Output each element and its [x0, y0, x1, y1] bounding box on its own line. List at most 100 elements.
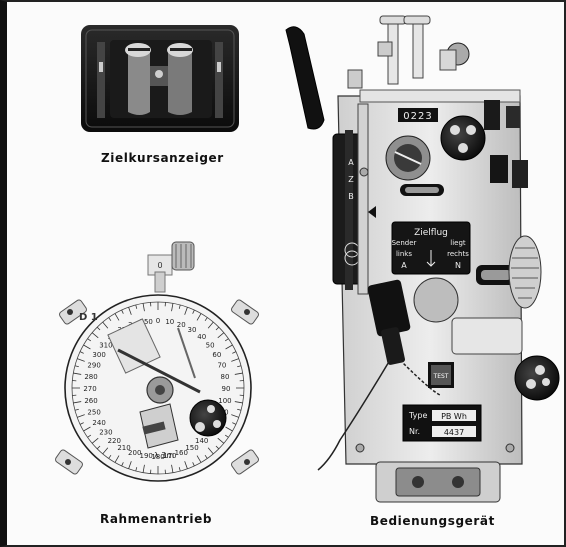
dial-tick	[83, 344, 91, 350]
dial-degree-label: 170	[163, 452, 176, 460]
dial-tick	[224, 434, 229, 438]
dial-tick	[207, 447, 214, 455]
dial-tick	[178, 304, 181, 309]
dial-degree-label: 90	[222, 385, 231, 393]
dial-tick	[231, 414, 239, 418]
caption-rahmenantrieb: Rahmenantrieb	[100, 512, 213, 526]
dial-tick	[196, 455, 202, 463]
dial-tick	[142, 464, 145, 473]
dial-degree-label: 140	[195, 437, 208, 445]
dial-tick	[73, 401, 82, 404]
dial-tick	[114, 455, 120, 463]
dial-tick	[171, 303, 174, 312]
dial-tick	[234, 401, 243, 404]
dial-degree-label: 40	[197, 333, 206, 341]
dial-degree-label: 350	[140, 318, 153, 326]
dial-degree-label: 260	[84, 397, 97, 405]
dial-degree-label: 30	[188, 326, 197, 334]
dial-tick	[74, 365, 79, 368]
counter-readout: 0223	[403, 111, 432, 122]
dial-tick	[73, 372, 82, 375]
dial-tick	[108, 454, 112, 459]
dial-tick	[207, 321, 214, 329]
dial-tick	[77, 414, 85, 418]
bedienungsgeraet-photo: 0223 Zielflug Sender liegt links rec	[285, 15, 560, 503]
plate-word-links: links	[396, 250, 412, 258]
dial-tick	[184, 307, 188, 315]
dial-tick	[204, 317, 208, 322]
dial-tick	[121, 462, 124, 467]
dial-tick	[102, 447, 109, 455]
dial-degree-label: 210	[117, 444, 130, 452]
dial-degree-label: 290	[87, 362, 100, 370]
dial-tick	[87, 434, 92, 438]
dial-degree-label: 200	[128, 449, 141, 457]
dial-degree-label: 10	[165, 318, 174, 326]
dial-tick	[184, 461, 188, 469]
dial-degree-label: 250	[87, 408, 100, 416]
plate-word-rechts: rechts	[447, 250, 469, 258]
dial-degree-label: 60	[212, 351, 221, 359]
dial-degree-label: 220	[108, 437, 121, 445]
dial-tick	[196, 313, 202, 321]
dial-tick	[96, 445, 101, 450]
plate-word-liegt: liegt	[450, 239, 466, 247]
dial-tick	[79, 351, 84, 354]
dial-tick	[215, 445, 220, 450]
caption-bedienungsgeraet: Bedienungsgerät	[370, 514, 495, 528]
type-value: PB Wh	[441, 412, 467, 421]
dial-tick	[74, 408, 79, 411]
dial-degree-label: 270	[83, 385, 96, 393]
dial-tick	[135, 467, 138, 472]
dial-degree-label: 310	[99, 341, 112, 349]
dial-tick	[171, 464, 174, 473]
plate-letter-right: N	[455, 261, 461, 270]
plate-word-sender: Sender	[392, 239, 417, 247]
dial-degree-label: 300	[92, 351, 105, 359]
dial-degree-label: 180	[151, 453, 164, 461]
dial-degree-label: 80	[221, 373, 230, 381]
dial-tick	[224, 338, 229, 342]
dial-tick	[128, 461, 132, 469]
small-badge-text: TEST	[433, 373, 449, 380]
dial-tick	[128, 307, 132, 315]
dial-degree-label: 50	[206, 341, 215, 349]
dial-degree-label: 70	[217, 362, 226, 370]
plate-title: Zielflug	[414, 228, 448, 238]
dial-tick	[91, 437, 99, 444]
dial-tick	[135, 304, 138, 309]
scale-letter-z: Z	[348, 175, 354, 184]
dial-tick	[237, 365, 242, 368]
dial-tick	[225, 344, 233, 350]
scale-letter-b: B	[348, 192, 354, 201]
zielkursanzeiger-photo	[81, 25, 239, 132]
type-label: Type	[408, 411, 427, 420]
caption-zielkursanzeiger: Zielkursanzeiger	[101, 151, 224, 165]
dial-tick	[96, 326, 101, 331]
dial-tick	[108, 317, 112, 322]
dial-tick	[142, 303, 145, 312]
dial-degree-label: 230	[99, 429, 112, 437]
dial-tick	[91, 332, 99, 339]
dial-tick	[232, 422, 237, 425]
dial-tick	[232, 351, 237, 354]
dial-degree-label: 0	[156, 317, 160, 325]
dial-tick	[192, 309, 195, 314]
dial-corner-mark: D 1	[79, 312, 98, 323]
dial-degree-label: 240	[92, 419, 105, 427]
dial-degree-label: 190	[140, 452, 153, 460]
rahmenantrieb-photo: 0 01020304050607080901001101201301401501…	[55, 241, 259, 482]
dial-tick	[234, 372, 243, 375]
nr-label: Nr.	[409, 427, 420, 436]
dial-tick	[217, 332, 225, 339]
scale-letter-a: A	[348, 158, 354, 167]
dial-tick	[178, 467, 181, 472]
dial-tick	[79, 422, 84, 425]
dial-degree-label: 150	[185, 444, 198, 452]
svg-text:λ 3m: λ 3m	[154, 451, 174, 460]
dial-tick	[231, 358, 239, 362]
dial-tick	[204, 454, 208, 459]
dial-degree-label: 160	[175, 449, 188, 457]
